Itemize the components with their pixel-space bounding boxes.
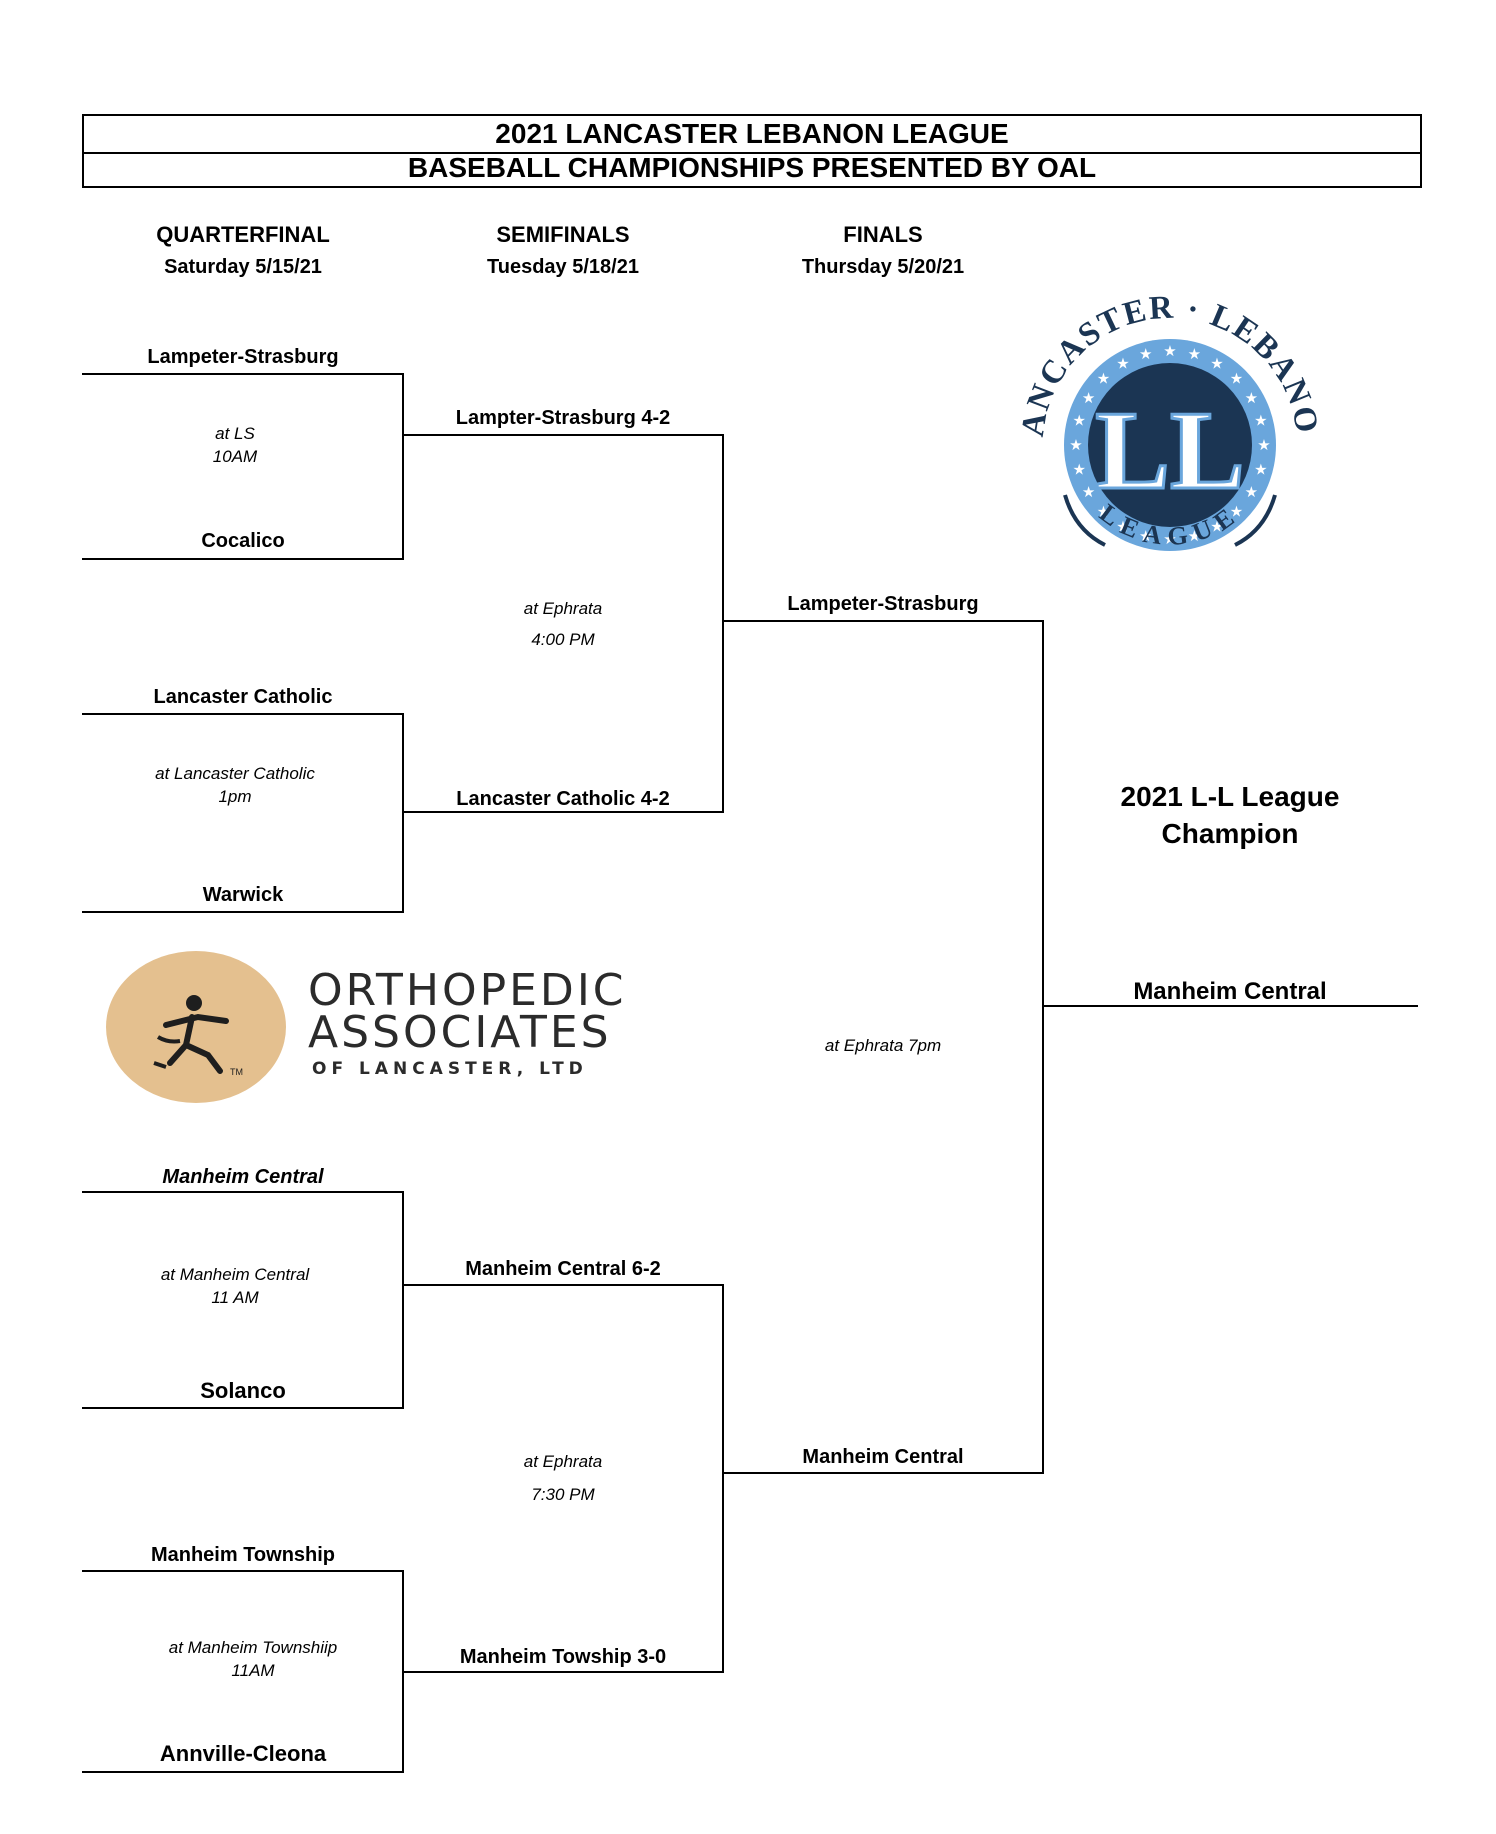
qf1-bottom-team: Cocalico xyxy=(201,530,285,552)
star-icon: ★ xyxy=(1072,460,1085,478)
location-text: at Ephrata xyxy=(523,599,603,618)
star-icon: ★ xyxy=(1082,389,1095,407)
star-icon: ★ xyxy=(1163,530,1176,548)
sponsor-badge: TM xyxy=(106,951,286,1103)
sponsor-logo: TM ORTHOPEDIC ASSOCIATES OF LANCASTER, L… xyxy=(100,945,624,1105)
champion-team: Manheim Central xyxy=(1133,978,1327,1005)
sf1-location: at Ephrata 4:00 PM xyxy=(402,593,724,655)
game-time: 11AM xyxy=(231,1661,275,1680)
title-line-1: 2021 LANCASTER LEBANON LEAGUE xyxy=(82,114,1422,154)
round-header-semifinals: SEMIFINALS Tuesday 5/18/21 xyxy=(433,222,693,279)
star-icon: ★ xyxy=(1082,483,1095,501)
location-text: at Manheim Central xyxy=(160,1265,310,1284)
qf1-top-team: Lampeter-Strasburg xyxy=(147,346,339,368)
sponsor-name-line-3: OF LANCASTER, LTD xyxy=(312,1059,588,1079)
champion-label: 2021 L-L League Champion xyxy=(1042,778,1418,852)
qf3-top-team: Manheim Central xyxy=(162,1166,324,1188)
star-icon: ★ xyxy=(1254,460,1267,478)
location-text: at Lancaster Catholic xyxy=(155,764,315,783)
location-text: at Manheim Townshiip xyxy=(168,1638,338,1657)
game-time: 1pm xyxy=(218,787,252,806)
sf2-bottom-team: Manheim Towship 3-0 xyxy=(459,1646,667,1668)
qf2-top-team: Lancaster Catholic xyxy=(153,686,333,708)
star-icon: ★ xyxy=(1188,345,1201,363)
qf2-bottom-team: Warwick xyxy=(202,884,284,906)
round-date: Tuesday 5/18/21 xyxy=(487,256,639,278)
round-header-quarterfinal: QUARTERFINAL Saturday 5/15/21 xyxy=(113,222,373,279)
star-icon: ★ xyxy=(1245,483,1258,501)
star-icon: ★ xyxy=(1230,503,1243,521)
star-icon: ★ xyxy=(1116,355,1129,373)
sf2-top-team: Manheim Central 6-2 xyxy=(465,1258,661,1280)
star-icon: ★ xyxy=(1139,527,1152,545)
final-bottom-team: Manheim Central xyxy=(802,1446,964,1468)
qf1-location: at LS 10AM xyxy=(82,422,388,468)
star-icon: ★ xyxy=(1097,370,1110,388)
star-icon: ★ xyxy=(1139,345,1152,363)
star-icon: ★ xyxy=(1188,527,1201,545)
round-name: QUARTERFINAL xyxy=(156,222,330,247)
qf3-location: at Manheim Central 11 AM xyxy=(82,1263,388,1309)
star-icon: ★ xyxy=(1210,355,1223,373)
star-icon: ★ xyxy=(1097,503,1110,521)
final-location: at Ephrata 7pm xyxy=(824,1036,942,1055)
sf1-bottom-team: Lancaster Catholic 4-2 xyxy=(456,788,670,810)
sponsor-name-line-1: ORTHOPEDIC xyxy=(308,965,627,1016)
champion-label-line-2: Champion xyxy=(1161,818,1299,849)
round-header-finals: FINALS Thursday 5/20/21 xyxy=(753,222,1013,279)
league-logo-monogram: LL xyxy=(1095,389,1244,513)
final-top-team: Lampeter-Strasburg xyxy=(787,593,979,615)
game-time: 10AM xyxy=(212,447,258,466)
game-time: 7:30 PM xyxy=(531,1485,595,1504)
round-name: FINALS xyxy=(843,222,923,247)
star-icon: ★ xyxy=(1072,412,1085,430)
star-icon: ★ xyxy=(1069,436,1082,454)
qf4-bottom-team: Annville-Cleona xyxy=(159,1741,327,1766)
star-icon: ★ xyxy=(1116,517,1129,535)
game-time: 11 AM xyxy=(211,1288,259,1307)
round-date: Saturday 5/15/21 xyxy=(164,256,322,278)
star-icon: ★ xyxy=(1254,412,1267,430)
qf3-bottom-team: Solanco xyxy=(200,1378,286,1403)
game-time: 4:00 PM xyxy=(531,630,595,649)
qf4-top-team: Manheim Township xyxy=(150,1544,336,1566)
star-icon: ★ xyxy=(1230,370,1243,388)
sf2-location: at Ephrata 7:30 PM xyxy=(402,1445,724,1511)
trademark-mark: TM xyxy=(230,1067,243,1077)
qf2-location: at Lancaster Catholic 1pm xyxy=(82,762,388,808)
round-date: Thursday 5/20/21 xyxy=(801,256,965,278)
sponsor-name-line-2: ASSOCIATES xyxy=(308,1007,612,1058)
champion-label-line-1: 2021 L-L League xyxy=(1120,781,1340,812)
star-icon: ★ xyxy=(1245,389,1258,407)
league-logo: ★★★★★★★★★★★★★★★★★★★★★★★★ LL LANCASTER · … xyxy=(992,252,1335,600)
title-line-2: BASEBALL CHAMPIONSHIPS PRESENTED BY OAL xyxy=(82,150,1422,188)
round-name: SEMIFINALS xyxy=(496,222,630,247)
star-icon: ★ xyxy=(1257,436,1270,454)
figure-icon: TM xyxy=(153,995,243,1077)
sf1-top-team: Lampter-Strasburg 4-2 xyxy=(455,407,671,429)
star-icon: ★ xyxy=(1163,342,1176,360)
location-text: at Ephrata xyxy=(523,1452,603,1471)
star-icon: ★ xyxy=(1210,517,1223,535)
qf4-location: at Manheim Townshiip 11AM xyxy=(100,1636,406,1682)
location-text: at LS xyxy=(215,424,255,443)
